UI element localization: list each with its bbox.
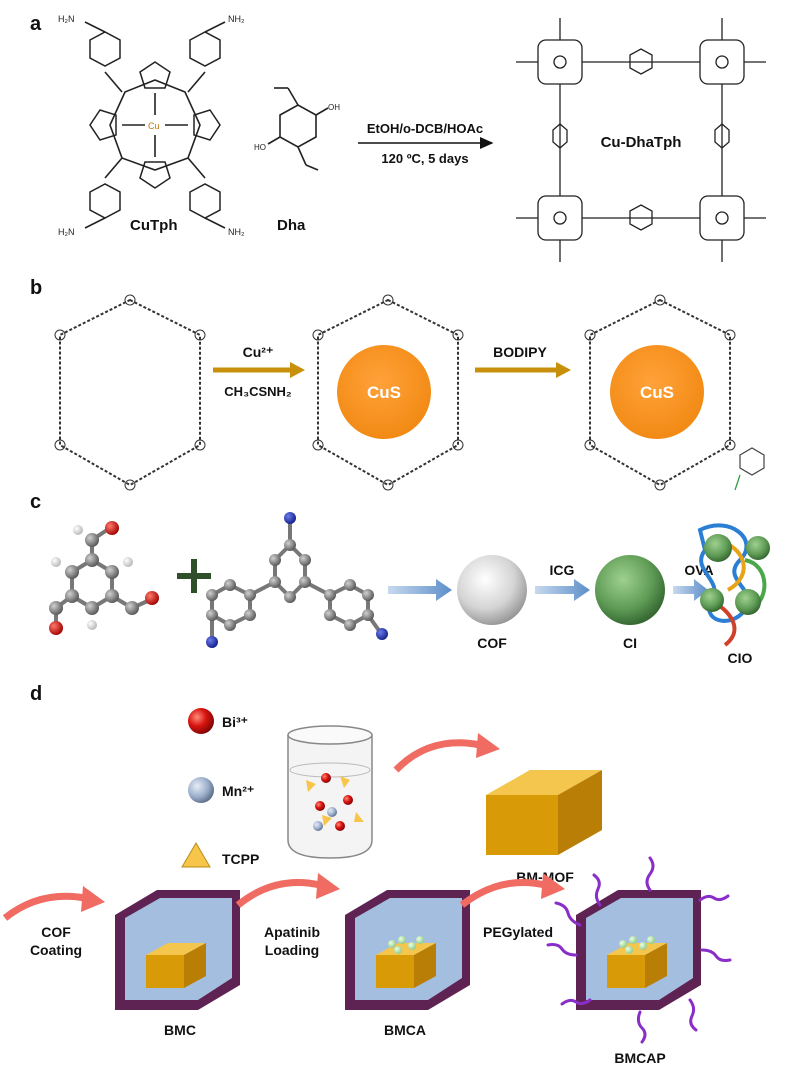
red-arrow-head-4 xyxy=(541,873,565,899)
bodipy-arrow-head xyxy=(556,362,571,378)
red-curved-arrow-2 xyxy=(2,892,86,921)
reagent-thioacetamide: CH₃CSNH₂ xyxy=(224,384,292,399)
beaker-icon xyxy=(287,725,373,859)
svg-text:H₂N: H₂N xyxy=(58,227,75,237)
step1-line2: Coating xyxy=(30,942,82,958)
svg-text:NH₂: NH₂ xyxy=(228,227,245,237)
triamine-ball-stick-model xyxy=(206,512,388,648)
step1-line1: COF xyxy=(41,924,71,940)
mn-ion-label: Mn²⁺ xyxy=(222,783,254,799)
reactant-dha-label: Dha xyxy=(277,217,306,234)
core-shell-cube-bmc xyxy=(115,890,240,1010)
cutph-structure: Cu H₂N NH₂ H₂N NH₂ xyxy=(58,14,245,237)
bmcap-label: BMCAP xyxy=(614,1050,665,1066)
cu-dhatph-framework xyxy=(516,18,766,262)
reagent-bodipy: BODIPY xyxy=(493,344,547,360)
plus-icon xyxy=(177,559,211,593)
cus-nanoparticle xyxy=(337,345,431,439)
red-arrow-head-3 xyxy=(316,873,340,899)
svg-text:H₂N: H₂N xyxy=(58,14,75,24)
red-curved-arrow-3 xyxy=(235,879,321,908)
condition-temperature: 120 ºC, 5 days xyxy=(381,151,468,166)
ci-label: CI xyxy=(623,635,637,651)
bmca-label: BMCA xyxy=(384,1022,426,1038)
icg-label: ICG xyxy=(550,562,575,578)
red-curved-arrow-4 xyxy=(459,879,546,908)
svg-text:OH: OH xyxy=(328,103,340,112)
red-arrow-head-2 xyxy=(81,886,105,912)
aldehyde-ball-stick-model xyxy=(49,521,159,635)
panel-a-label: a xyxy=(30,13,42,35)
cus-label-2: CuS xyxy=(640,383,674,402)
svg-text:Cu: Cu xyxy=(148,121,160,131)
reactant-cutph-label: CuTph xyxy=(130,217,177,234)
tcpp-label: TCPP xyxy=(222,851,259,867)
panel-d-label: d xyxy=(30,683,42,705)
step3-label: PEGylated xyxy=(483,924,553,940)
bi-ion-sphere xyxy=(188,708,214,734)
product-cu-dhatph-label: Cu-DhaTph xyxy=(601,134,682,151)
cus-label-1: CuS xyxy=(367,383,401,402)
red-curved-arrow-1 xyxy=(393,739,481,773)
reagent-cu-ion: Cu²⁺ xyxy=(243,344,274,360)
blue-arrow-1 xyxy=(388,579,452,601)
cof-hexagon-cus-bodipy xyxy=(584,294,765,491)
mof-cube xyxy=(486,770,602,855)
svg-text:HO: HO xyxy=(254,143,266,152)
blue-arrow-3 xyxy=(673,579,708,601)
core-shell-cube-bmcap xyxy=(576,890,701,1010)
panel-b-label: b xyxy=(30,277,42,299)
cof-hexagon-empty xyxy=(54,294,206,491)
cu-arrow-head xyxy=(290,362,305,378)
peg-chains xyxy=(546,856,732,1044)
red-arrow-head-1 xyxy=(476,733,500,758)
bi-ion-label: Bi³⁺ xyxy=(222,714,248,730)
cof-sphere xyxy=(457,555,527,625)
core-shell-cube-bmca xyxy=(345,890,470,1010)
cus-nanoparticle-2 xyxy=(610,345,704,439)
ci-sphere xyxy=(595,555,665,625)
cof-hexagon-cus xyxy=(312,294,464,491)
cio-label: CIO xyxy=(728,650,753,666)
step2-line1: Apatinib xyxy=(264,924,320,940)
bmc-label: BMC xyxy=(164,1022,196,1038)
blue-arrow-2 xyxy=(535,579,590,601)
condition-solvent: EtOH/o-DCB/HOAc xyxy=(367,121,483,136)
mn-ion-sphere xyxy=(188,777,214,803)
cio-protein-complex xyxy=(697,523,770,647)
tcpp-triangle xyxy=(181,842,211,868)
cof-label: COF xyxy=(477,635,507,651)
step2-line2: Loading xyxy=(265,942,319,958)
svg-text:NH₂: NH₂ xyxy=(228,14,245,24)
panel-c-label: c xyxy=(30,491,41,513)
dha-structure: OH HO xyxy=(254,87,340,171)
